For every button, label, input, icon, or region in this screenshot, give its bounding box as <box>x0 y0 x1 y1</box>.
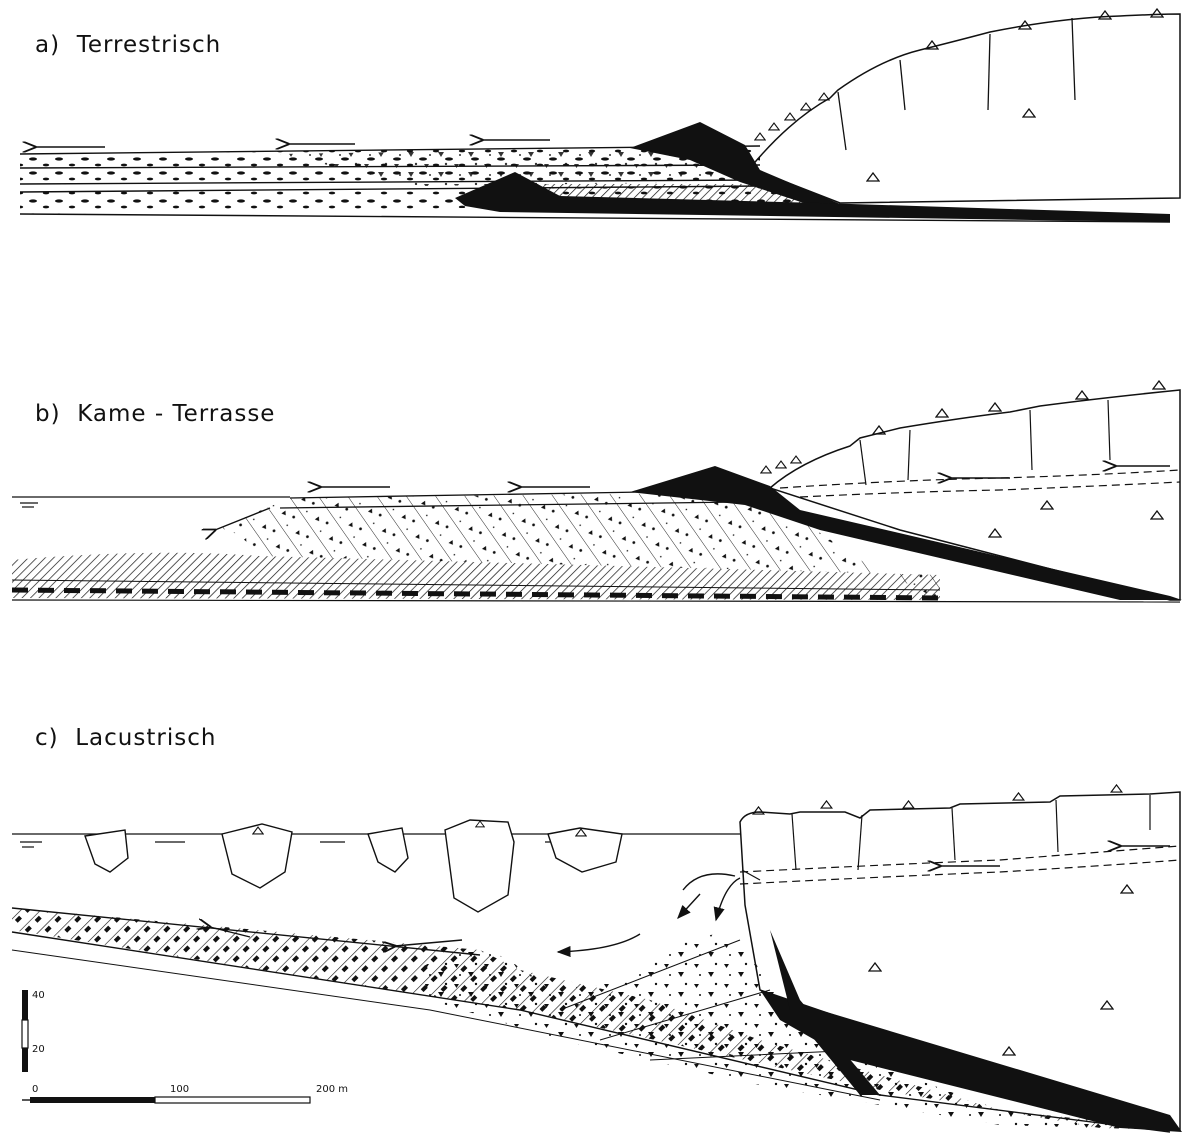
panel-a-flow-arrows <box>35 140 550 147</box>
panel-a-glacier <box>750 14 1180 203</box>
panel-a-section <box>20 9 1180 222</box>
panel-c-section <box>12 785 1182 1132</box>
scale-tick-0: 0 <box>32 1084 38 1095</box>
panel-b-section <box>12 381 1182 602</box>
scale-tick-100: 100 <box>170 1084 189 1095</box>
scale-tick-40: 40 <box>32 990 45 1001</box>
scale-tick-20: 20 <box>32 1044 45 1055</box>
panel-b-lake-surface <box>12 497 290 507</box>
scale-bar: 40 20 0 100 200 m <box>22 990 348 1103</box>
scale-tick-200m: 200 m <box>316 1084 348 1095</box>
